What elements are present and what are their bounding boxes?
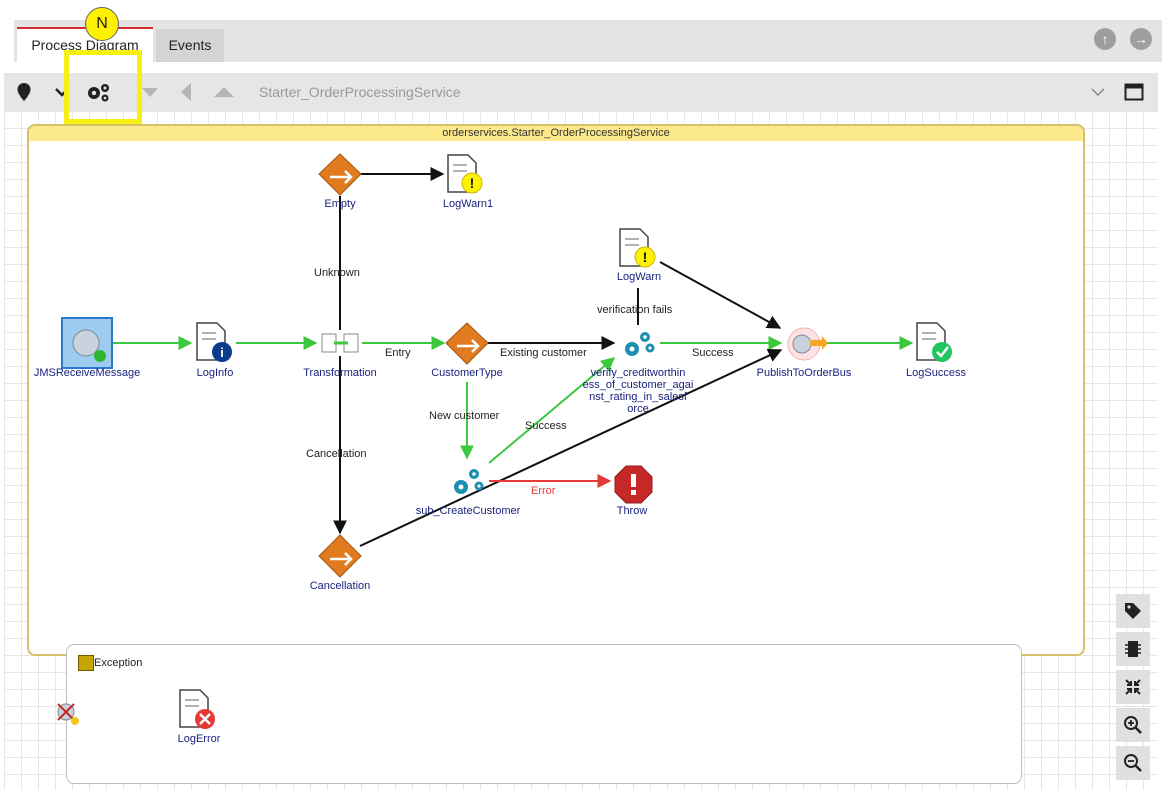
diagram-toolbar: Starter_OrderProcessingService [4, 73, 1158, 111]
exception-container[interactable] [66, 644, 1022, 784]
node-label-jms: JMSReceiveMessage [33, 367, 141, 379]
edge-label-existing: Existing customer [500, 347, 587, 359]
log-success-icon[interactable] [916, 322, 952, 362]
node-label-verify: verify_creditworthin ess_of_customer_aga… [575, 367, 701, 415]
node-label-subcreate: sub_CreateCustomer [415, 505, 521, 517]
log-warn1-icon[interactable]: ! [447, 154, 483, 194]
verify-line-1: verify_creditworthin [590, 367, 686, 379]
edge-label-new-customer: New customer [429, 410, 500, 422]
zoom-out-icon[interactable] [1116, 746, 1150, 780]
node-label-loginfo: LogInfo [196, 367, 234, 379]
gears-icon[interactable] [80, 73, 116, 111]
tag-icon[interactable] [1116, 594, 1150, 628]
tab-bar: Process Diagram Events [14, 20, 1162, 62]
process-title: orderservices.Starter_OrderProcessingSer… [29, 126, 1083, 141]
breadcrumb-dropdown-icon[interactable] [1080, 73, 1116, 111]
node-label-logwarn1: LogWarn1 [442, 198, 494, 210]
edge-subcreate-verify[interactable] [488, 357, 616, 464]
node-label-logwarn: LogWarn [616, 271, 662, 283]
location-pin-icon[interactable] [6, 73, 42, 111]
node-label-transformation: Transformation [303, 367, 377, 379]
maximize-window-icon[interactable] [1116, 73, 1152, 111]
verify-subprocess-icon[interactable] [625, 332, 655, 356]
edge-label-verification-fails: verification fails [597, 304, 673, 316]
annotation-highlight-box [64, 50, 142, 124]
throw-icon[interactable] [614, 465, 653, 504]
log-info-icon[interactable]: i [196, 322, 232, 362]
collapse-icon[interactable] [1116, 670, 1150, 704]
edge-label-error: Error [531, 485, 556, 497]
node-label-cancellation: Cancellation [309, 580, 371, 592]
svg-text:i: i [220, 345, 224, 360]
verify-line-3: nst_rating_in_salesf [589, 391, 687, 403]
node-label-customertype: CustomerType [431, 367, 503, 379]
publish-to-order-bus-icon[interactable] [787, 327, 828, 361]
edge-label-unknown: Unknown [314, 267, 360, 279]
log-warn-icon[interactable]: ! [619, 228, 656, 268]
log-error-icon[interactable] [179, 689, 215, 729]
caret-down-icon[interactable] [132, 73, 168, 111]
verify-line-4: orce [627, 403, 649, 415]
customer-type-router-icon[interactable] [445, 322, 489, 365]
zoom-in-icon[interactable] [1116, 708, 1150, 742]
empty-router-icon[interactable] [318, 153, 362, 196]
annotation-badge: N [85, 7, 119, 41]
edge-label-success-top: Success [692, 347, 734, 359]
process-container[interactable]: orderservices.Starter_OrderProcessingSer… [27, 124, 1085, 656]
edge-logwarn-publish[interactable] [659, 261, 782, 329]
caret-left-icon[interactable] [168, 73, 204, 111]
transformation-icon[interactable] [321, 333, 359, 353]
exception-icon [78, 655, 94, 671]
edge-label-cancellation: Cancellation [306, 448, 367, 460]
navigate-forward-icon[interactable]: → [1130, 28, 1152, 50]
caret-up-icon[interactable] [206, 73, 242, 111]
node-label-logerror: LogError [177, 733, 221, 745]
cancellation-router-icon[interactable] [318, 534, 362, 578]
verify-line-2: ess_of_customer_agai [582, 379, 694, 391]
chip-icon[interactable] [1116, 632, 1150, 666]
jms-receive-icon[interactable] [61, 317, 113, 369]
breadcrumb[interactable]: Starter_OrderProcessingService [259, 84, 461, 100]
node-label-empty: Empty [324, 198, 356, 210]
exception-title: Exception [94, 657, 143, 669]
node-label-logsuccess: LogSuccess [906, 367, 966, 379]
edge-cancellation-publish[interactable] [359, 348, 783, 547]
svg-text:!: ! [643, 249, 648, 265]
tab-events[interactable]: Events [156, 29, 224, 62]
svg-text:!: ! [470, 175, 475, 191]
sub-create-customer-icon[interactable] [454, 469, 484, 494]
node-label-publish: PublishToOrderBus [756, 367, 852, 379]
catch-exception-icon[interactable] [57, 703, 79, 725]
node-label-throw: Throw [616, 505, 648, 517]
navigate-up-icon[interactable]: ↑ [1094, 28, 1116, 50]
edge-label-entry: Entry [385, 347, 411, 359]
edge-label-success-diag: Success [525, 420, 567, 432]
